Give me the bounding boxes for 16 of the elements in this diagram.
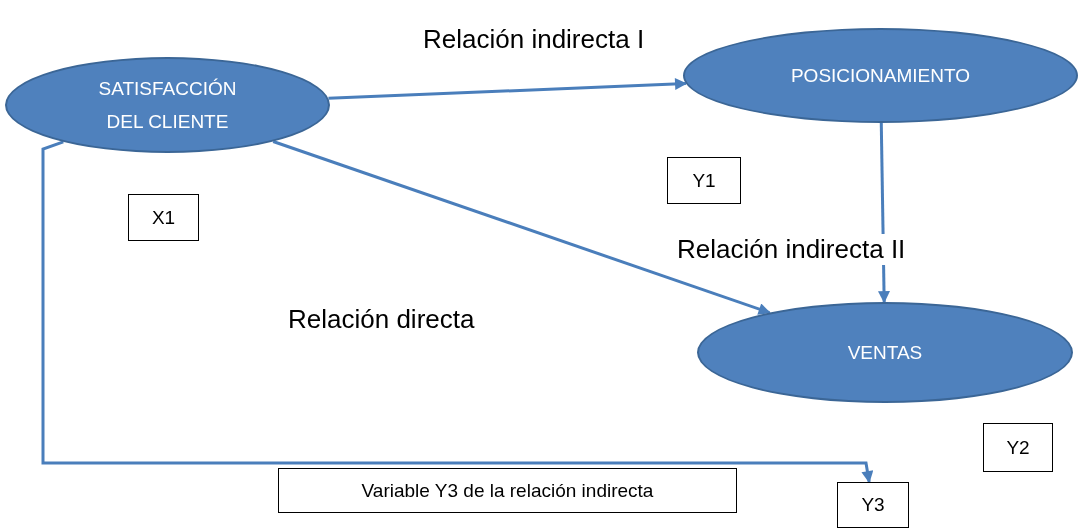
node-label: Y3 — [861, 494, 885, 516]
node-label: X1 — [151, 206, 176, 229]
arrow — [272, 140, 771, 315]
node-label: Y2 — [1006, 436, 1030, 459]
label-box — [278, 468, 737, 513]
label-box — [983, 423, 1053, 472]
node-label: SATISFACCIÓN DEL CLIENTE — [97, 76, 238, 134]
node-label: POSICIONAMIENTO — [790, 63, 971, 88]
node-label: VENTAS — [847, 340, 923, 365]
node-label: Variable Y3 de la relación indirecta — [361, 479, 654, 502]
arrow — [41, 140, 874, 484]
edge-label: Relación indirecta II — [677, 234, 906, 265]
label-box — [667, 157, 741, 204]
label-box — [837, 482, 909, 528]
label-box — [128, 194, 199, 241]
node-label: Y1 — [692, 169, 716, 192]
